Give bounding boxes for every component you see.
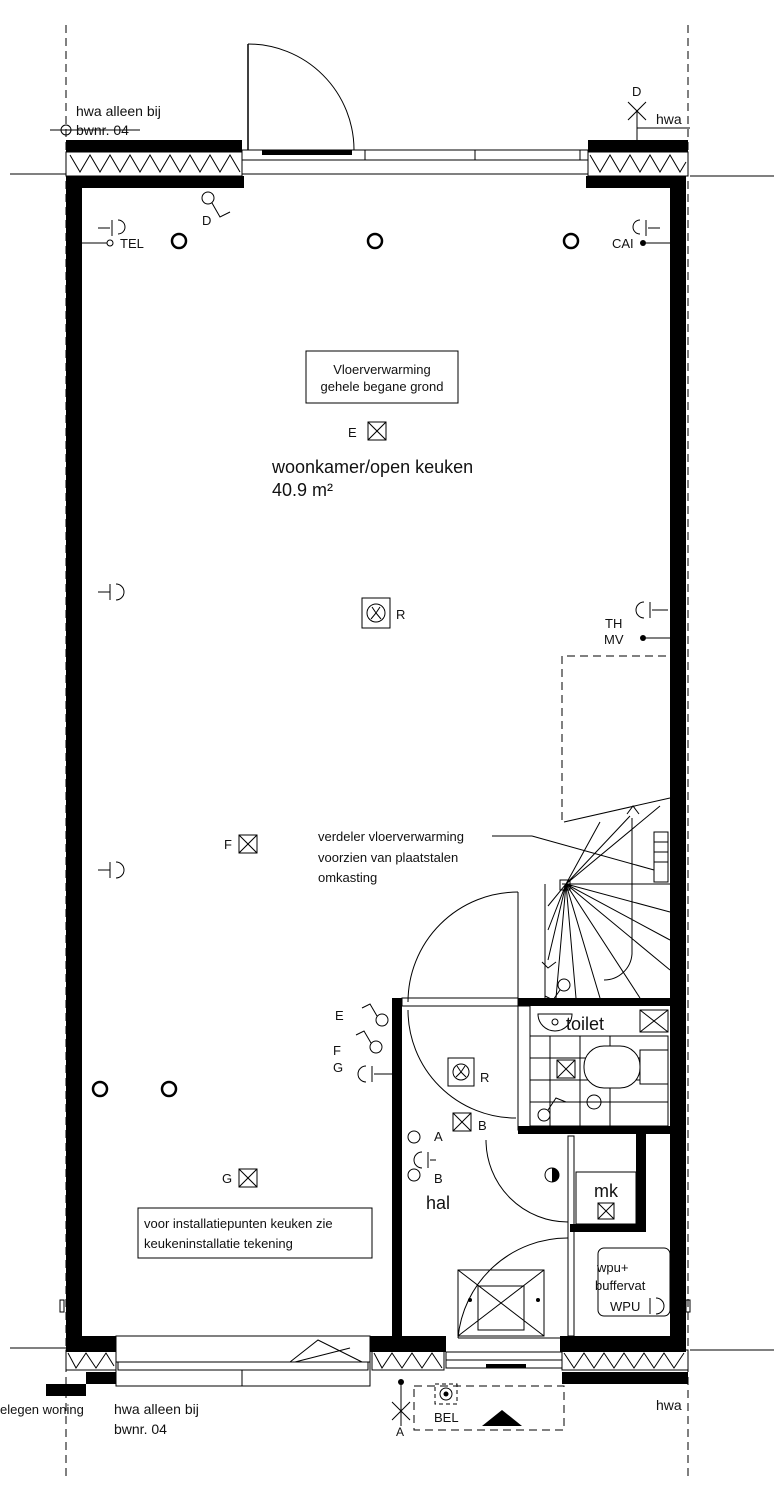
socket-wpu bbox=[649, 1297, 665, 1315]
hwa-top-right-label: hwa bbox=[656, 111, 682, 127]
distributor-note-line1: verdeler vloerverwarming bbox=[318, 829, 464, 844]
light-mk bbox=[597, 1202, 615, 1220]
socket-th bbox=[635, 601, 670, 641]
socket-hall-g bbox=[357, 1065, 392, 1083]
socket-tel bbox=[80, 219, 126, 247]
tel-label: TEL bbox=[120, 236, 144, 251]
socket-hall-b bbox=[413, 1151, 436, 1169]
floorheating-note-line2: gehele begane grond bbox=[321, 379, 444, 394]
kitchen-note-line2: keukeninstallatie tekening bbox=[144, 1236, 293, 1251]
socket-symbols bbox=[80, 219, 670, 1315]
doorbell-icon bbox=[434, 1383, 522, 1426]
mk-room-name: mk bbox=[594, 1181, 619, 1201]
a-hall-label: A bbox=[434, 1129, 443, 1144]
g-living-label: G bbox=[222, 1171, 232, 1186]
mv-label: MV bbox=[604, 632, 624, 647]
utility-units bbox=[457, 1171, 671, 1337]
socket-left-1 bbox=[98, 583, 125, 601]
switch-toilet-2 bbox=[537, 1097, 567, 1122]
socket-cai bbox=[632, 219, 670, 246]
switch-a-hall bbox=[407, 1130, 421, 1144]
ventilation-toilet bbox=[639, 1009, 669, 1033]
th-label: TH bbox=[605, 616, 622, 631]
bel-label: BEL bbox=[434, 1410, 459, 1425]
r-living-label: R bbox=[396, 607, 405, 622]
g-hall-label: G bbox=[333, 1060, 343, 1075]
facade-bottom bbox=[46, 1335, 689, 1431]
light-e-living bbox=[367, 421, 387, 441]
hwa-bottom-right-label: hwa bbox=[656, 1397, 682, 1413]
a-bottom-label: A bbox=[396, 1425, 404, 1439]
distributor-note-line3: omkasting bbox=[318, 870, 377, 885]
f-living-label: F bbox=[224, 837, 232, 852]
hwa-top-left-line2: bwnr. 04 bbox=[76, 122, 129, 138]
e-hall-label: E bbox=[335, 1008, 344, 1023]
toilet-room-name: toilet bbox=[566, 1014, 604, 1034]
light-f-living bbox=[238, 834, 258, 854]
distributor-note-line2: voorzien van plaatstalen bbox=[318, 850, 458, 865]
cai-label: CAI bbox=[612, 236, 634, 251]
floorheating-note-box bbox=[305, 350, 459, 404]
door-top bbox=[247, 43, 355, 151]
f-hall-label: F bbox=[333, 1043, 341, 1058]
living-room-name: woonkamer/open keuken bbox=[271, 457, 473, 477]
switch-symbols bbox=[201, 191, 571, 1183]
switch-mk bbox=[544, 1167, 560, 1183]
ceiling-lights bbox=[91, 232, 580, 1098]
inner-walls bbox=[392, 997, 672, 1338]
detector-r-living bbox=[361, 597, 391, 629]
d-door-label: D bbox=[202, 213, 211, 228]
living-room-area: 40.9 m² bbox=[272, 480, 333, 500]
hall-doors bbox=[407, 891, 569, 1339]
kitchen-note-line1: voor installatiepunten keuken zie bbox=[144, 1216, 333, 1231]
light-toilet bbox=[556, 1059, 576, 1079]
e-living-label: E bbox=[348, 425, 357, 440]
facade-top bbox=[65, 140, 689, 177]
light-b-hall bbox=[452, 1112, 472, 1132]
downpipe-markers bbox=[50, 101, 690, 1426]
toilet-fixtures bbox=[529, 1013, 669, 1127]
light-g-living bbox=[238, 1168, 258, 1188]
exterior-walls bbox=[66, 176, 686, 1352]
switch-b-hall bbox=[407, 1168, 421, 1182]
b-hall-label-2: B bbox=[434, 1171, 443, 1186]
hwa-top-left-line1: hwa alleen bij bbox=[76, 103, 161, 119]
wpu-line2: buffervat bbox=[595, 1278, 646, 1293]
socket-left-2 bbox=[98, 861, 125, 879]
wpu-line1: wpu+ bbox=[596, 1260, 628, 1275]
switch-d bbox=[201, 191, 231, 218]
neighbour-label: elegen woning bbox=[0, 1402, 84, 1417]
kitchen-note-box bbox=[137, 1207, 373, 1259]
hwa-bottom-left-line1: hwa alleen bij bbox=[114, 1401, 199, 1417]
box-lights bbox=[238, 421, 669, 1220]
floorheating-note-line1: Vloerverwarming bbox=[333, 362, 431, 377]
smoke-detectors bbox=[361, 597, 475, 1087]
hwa-bottom-left-line2: bwnr. 04 bbox=[114, 1421, 167, 1437]
switch-e-hall bbox=[361, 1003, 389, 1027]
hall-room-name: hal bbox=[426, 1193, 450, 1213]
detector-r-hall bbox=[447, 1057, 475, 1087]
wpu-code: WPU bbox=[610, 1299, 640, 1314]
switch-f-hall bbox=[355, 1030, 383, 1054]
d-top-right-label: D bbox=[632, 84, 641, 99]
r-hall-label: R bbox=[480, 1070, 489, 1085]
b-hall-label-1: B bbox=[478, 1118, 487, 1133]
wall-markers bbox=[59, 1299, 691, 1313]
stairs bbox=[492, 655, 671, 999]
